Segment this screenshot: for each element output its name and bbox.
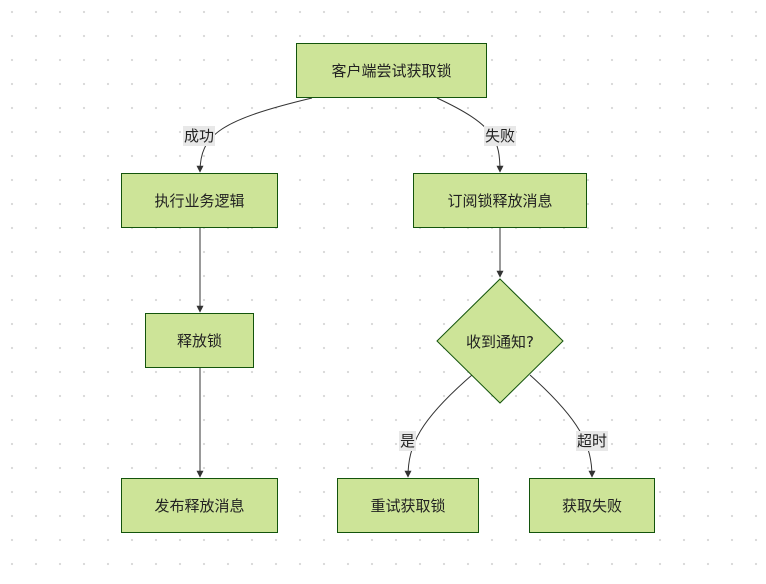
node-subscribe-release-message: 订阅锁释放消息 xyxy=(413,173,587,228)
edge-label-yes: 是 xyxy=(399,431,417,451)
decision-label: 收到通知? xyxy=(437,326,563,356)
node-acquire-failed: 获取失败 xyxy=(529,478,655,533)
edge-decision-to-fail xyxy=(529,374,596,478)
node-retry-acquire-lock: 重试获取锁 xyxy=(337,478,479,533)
node-client-try-acquire-lock: 客户端尝试获取锁 xyxy=(296,43,487,98)
edge-decision-to-retry xyxy=(404,374,473,478)
decision-diamond xyxy=(436,278,564,404)
node-label: 客户端尝试获取锁 xyxy=(331,62,452,80)
node-execute-business-logic: 执行业务逻辑 xyxy=(121,173,278,228)
edge-label-timeout: 超时 xyxy=(576,431,609,451)
edge-start-to-exec xyxy=(196,97,313,173)
edge-label-failure: 失败 xyxy=(484,126,517,146)
node-release-lock: 释放锁 xyxy=(145,313,254,368)
node-label: 执行业务逻辑 xyxy=(154,192,245,210)
node-label: 获取失败 xyxy=(561,497,622,515)
node-label: 释放锁 xyxy=(176,332,222,350)
node-label: 收到通知? xyxy=(466,332,534,351)
node-label: 订阅锁释放消息 xyxy=(447,192,553,210)
edge-label-success: 成功 xyxy=(183,126,216,146)
node-label: 重试获取锁 xyxy=(370,497,446,515)
node-label: 发布释放消息 xyxy=(154,497,245,515)
node-publish-release-message: 发布释放消息 xyxy=(121,478,278,533)
